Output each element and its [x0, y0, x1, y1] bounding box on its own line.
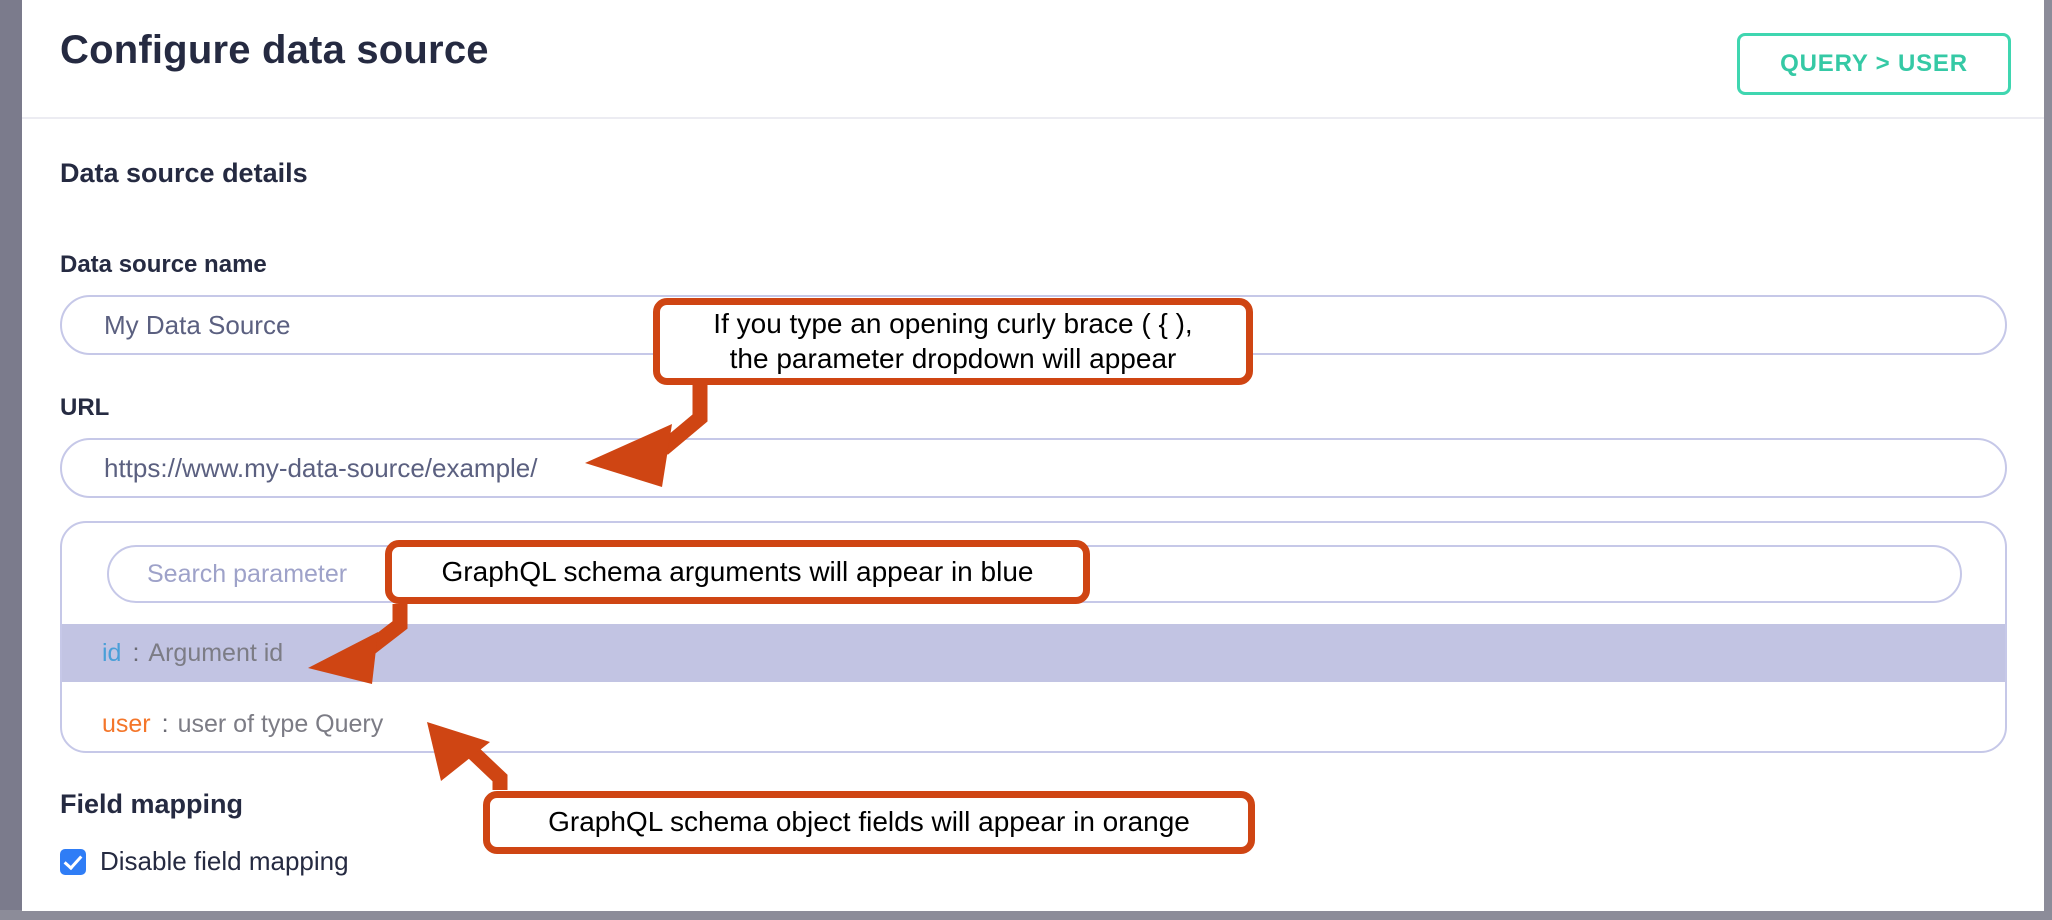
disable-field-mapping-label: Disable field mapping: [100, 846, 349, 876]
configure-data-source-card: Configure data source QUERY > USER Data …: [22, 6, 2044, 911]
parameter-option-user-key: user: [102, 709, 151, 738]
parameter-option-id-description: Argument id: [148, 638, 284, 667]
checkmark-icon[interactable]: [60, 848, 86, 875]
parameter-option-id-separator: :: [132, 638, 140, 667]
query-user-breadcrumb-chip[interactable]: QUERY > USER: [1737, 33, 2011, 95]
parameter-option-user-description: user of type Query: [177, 709, 384, 738]
window-frame-left: [0, 0, 22, 920]
parameter-option-id-key: id: [102, 638, 122, 667]
annotation-callout-curly-brace-line1: If you type an opening curly brace ( { )…: [713, 308, 1193, 340]
data-source-details-heading: Data source details: [60, 158, 308, 188]
parameter-option-id[interactable]: id : Argument id: [62, 624, 2005, 682]
annotation-callout-blue-arguments: GraphQL schema arguments will appear in …: [385, 540, 1090, 604]
parameter-option-user[interactable]: user : user of type Query: [62, 695, 2005, 751]
disable-field-mapping-row[interactable]: Disable field mapping: [60, 846, 349, 877]
page-title: Configure data source: [60, 28, 489, 72]
parameter-option-user-separator: :: [161, 709, 169, 738]
window-frame-right: [2044, 0, 2052, 920]
data-source-name-label: Data source name: [60, 251, 267, 278]
annotation-callout-curly-brace-line2: the parameter dropdown will appear: [729, 342, 1177, 374]
url-label: URL: [60, 394, 110, 421]
card-header: Configure data source QUERY > USER: [22, 6, 2044, 119]
data-source-name-value: My Data Source: [104, 309, 291, 340]
search-parameter-placeholder: Search parameter: [147, 559, 348, 588]
url-value: https://www.my-data-source/example/: [104, 452, 538, 483]
annotation-callout-curly-brace: If you type an opening curly brace ( { )…: [653, 298, 1253, 385]
field-mapping-heading: Field mapping: [60, 789, 244, 819]
window-frame-bottom: [0, 910, 2052, 920]
url-input[interactable]: https://www.my-data-source/example/: [60, 438, 2007, 498]
annotation-callout-orange-fields: GraphQL schema object fields will appear…: [483, 791, 1255, 854]
